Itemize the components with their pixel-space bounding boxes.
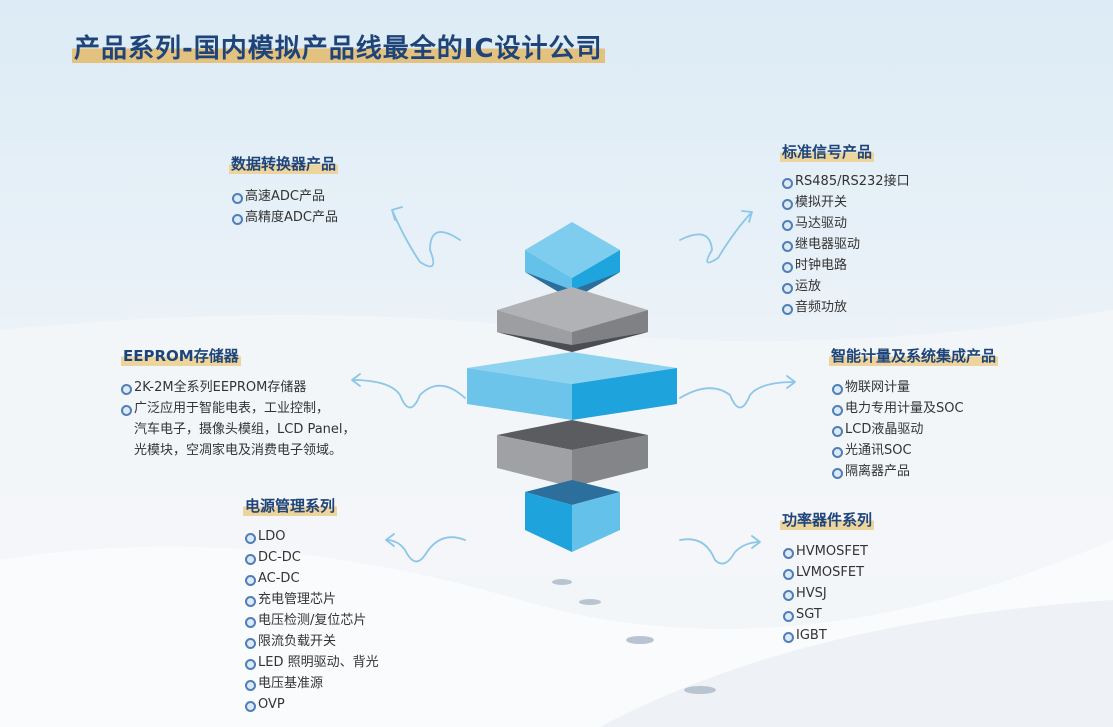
group-title: EEPROM存储器: [121, 345, 241, 366]
cube-bottom: [525, 480, 620, 552]
list-item: HVSJ: [783, 583, 874, 604]
group-title: 数据转换器产品: [229, 153, 339, 174]
group-eeprom: EEPROM存储器 2K-2M全系列EEPROM存储器 广泛应用于智能电表，工业…: [121, 345, 356, 461]
group-title: 功率器件系列: [780, 509, 875, 530]
list-item: 物联网计量: [832, 377, 998, 398]
list-item: HVMOSFET: [783, 541, 874, 562]
list-item: 光通讯SOC: [832, 440, 998, 461]
list-item: 高精度ADC产品: [232, 207, 338, 228]
group-title: 智能计量及系统集成产品: [829, 345, 999, 366]
curly-arrow-icon: [351, 373, 466, 409]
list-item-continuation: 光模块，空凋家电及消费电子领域。: [134, 443, 343, 458]
block-gray-upper: [497, 287, 648, 352]
list-item: 广泛应用于智能电表，工业控制，: [121, 398, 356, 419]
list-item: LVMOSFET: [783, 562, 874, 583]
curly-arrow-icon: [391, 206, 461, 268]
list-item: 音频功放: [782, 297, 910, 318]
list-item: 运放: [782, 276, 910, 297]
list-item: RS485/RS232接口: [782, 171, 910, 192]
group-title: 标准信号产品: [780, 141, 875, 162]
list-item: 充电管理芯片: [245, 589, 379, 610]
block-gray-lower: [497, 420, 648, 487]
list-item: SGT: [783, 604, 874, 625]
group-power-device: 功率器件系列 HVMOSFET LVMOSFET HVSJ SGT IGBT: [780, 509, 875, 646]
list-item: 2K-2M全系列EEPROM存储器: [121, 377, 356, 398]
list-item: LDO: [245, 526, 379, 547]
list-item: DC-DC: [245, 547, 379, 568]
block-blue-wide: [467, 352, 677, 420]
list-item: OVP: [245, 694, 379, 715]
list-item: AC-DC: [245, 568, 379, 589]
list-item: 继电器驱动: [782, 234, 910, 255]
list-item: LCD液晶驱动: [832, 419, 998, 440]
list-item: 电力专用计量及SOC: [832, 398, 998, 419]
list-item: 马达驱动: [782, 213, 910, 234]
list-item: IGBT: [783, 625, 874, 646]
page-title: 产品系列-国内模拟产品线最全的IC设计公司: [72, 28, 605, 65]
list-item: 电压检测/复位芯片: [245, 610, 379, 631]
list-item: LED 照明驱动、背光: [245, 652, 379, 673]
list-item: 限流负载开关: [245, 631, 379, 652]
list-item-continuation: 汽车电子，摄像头模组，LCD Panel，: [134, 422, 356, 437]
curly-arrow-icon: [385, 533, 466, 563]
group-standard-signal: 标准信号产品 RS485/RS232接口 模拟开关 马达驱动 继电器驱动 时钟电…: [780, 141, 910, 318]
curly-arrow-icon: [679, 375, 796, 409]
group-smart-metering: 智能计量及系统集成产品 物联网计量 电力专用计量及SOC LCD液晶驱动 光通讯…: [829, 345, 999, 482]
curly-arrow-icon: [679, 535, 761, 565]
list-item: 时钟电路: [782, 255, 910, 276]
list-item: 隔离器产品: [832, 461, 998, 482]
list-item: 高速ADC产品: [232, 186, 338, 207]
group-data-converter: 数据转换器产品 高速ADC产品 高精度ADC产品: [229, 153, 339, 228]
group-title: 电源管理系列: [243, 495, 338, 516]
list-item: 模拟开关: [782, 192, 910, 213]
group-power-management: 电源管理系列 LDO DC-DC AC-DC 充电管理芯片 电压检测/复位芯片 …: [243, 495, 379, 715]
list-item: 电压基准源: [245, 673, 379, 694]
curly-arrow-icon: [679, 210, 753, 264]
